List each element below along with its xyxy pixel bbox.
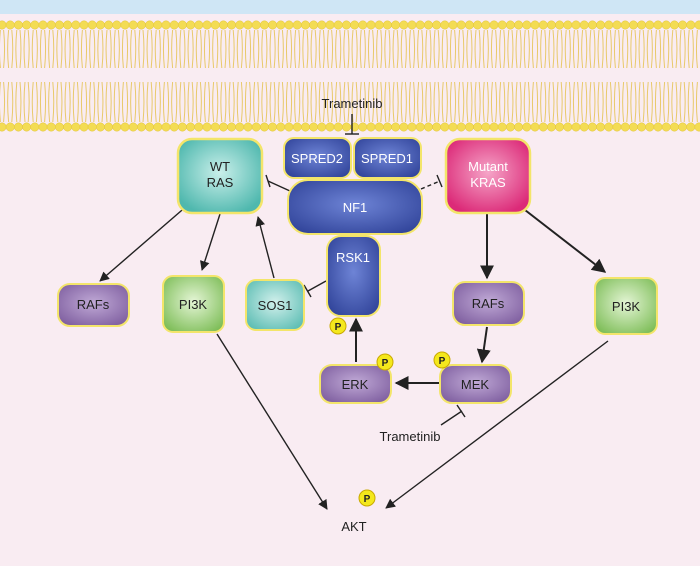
nf1-label: NF1 [343, 200, 368, 215]
node-pi3k-left: PI3K [162, 275, 225, 333]
trametinib-bottom-label: Trametinib [380, 429, 441, 444]
edge-rafs-mek [476, 326, 491, 364]
erk-label: ERK [342, 377, 369, 392]
edge-pi3k-akt-left [216, 333, 328, 510]
edge-kras-pi3k [524, 209, 607, 273]
edge-nf1-inhibits-kras-bar [436, 174, 443, 188]
node-mutant-kras: Mutant KRAS [444, 137, 532, 215]
phospho-rsk1-label: P [335, 322, 342, 333]
phospho-mek: P [433, 351, 451, 369]
extracellular-band [0, 0, 700, 14]
sos1-label: SOS1 [258, 298, 293, 313]
cell-membrane [0, 20, 700, 132]
node-rafs-left: RAFs [57, 283, 130, 327]
edge-nf1-inhibits-wtras [267, 180, 291, 192]
wt-ras-label-1: WT [210, 159, 230, 174]
edge-trametinib-bottom-bar [456, 404, 466, 418]
rsk1-label: RSK1 [336, 250, 370, 265]
mek-label: MEK [461, 377, 490, 392]
edge-rsk1-inhibits-sos1-bar [303, 284, 312, 298]
wt-ras-label-2: RAS [207, 175, 234, 190]
rafs-right-label: RAFs [472, 296, 505, 311]
node-rsk1: RSK1 [326, 235, 381, 317]
node-sos1: SOS1 [245, 279, 305, 331]
node-wt-ras: WT RAS [176, 137, 264, 215]
node-pi3k-right: PI3K [594, 277, 658, 335]
spred1-label: SPRED1 [361, 151, 413, 166]
node-nf1: NF1 [287, 179, 423, 235]
rafs-left-label: RAFs [77, 297, 110, 312]
phospho-erk: P [376, 353, 394, 371]
mutant-kras-label-1: Mutant [468, 159, 508, 174]
mutant-kras-label-2: KRAS [470, 175, 506, 190]
node-spred1: SPRED1 [353, 137, 422, 179]
akt-label: AKT [341, 519, 366, 534]
edge-wtras-rafs [99, 197, 197, 282]
pi3k-right-label: PI3K [612, 299, 641, 314]
pi3k-left-label: PI3K [179, 297, 208, 312]
edge-nf1-inhibits-kras [420, 180, 441, 190]
node-spred2: SPRED2 [283, 137, 352, 179]
edge-sos1-wtras [255, 216, 275, 279]
spred2-label: SPRED2 [291, 151, 343, 166]
trametinib-top-label: Trametinib [322, 96, 383, 111]
phospho-akt-label: P [364, 494, 371, 505]
phospho-rsk1: P [329, 317, 347, 335]
edge-wtras-pi3k [200, 213, 221, 271]
phospho-erk-label: P [382, 358, 389, 369]
node-rafs-right: RAFs [452, 281, 525, 326]
edge-rsk1-inhibits-sos1 [307, 280, 327, 292]
phospho-mek-label: P [439, 356, 446, 367]
node-mek: MEK [439, 364, 512, 404]
phospho-akt: P [358, 489, 376, 507]
edge-pi3k-akt-right [385, 340, 609, 509]
edge-trametinib-bottom [440, 410, 463, 426]
edge-nf1-inhibits-wtras-bar [265, 174, 271, 188]
node-erk: ERK [319, 364, 392, 404]
